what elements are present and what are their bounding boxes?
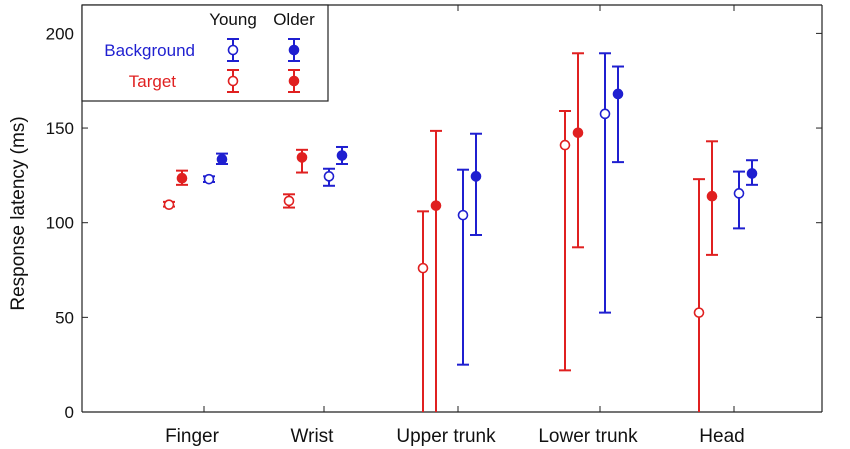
- data-point: [746, 168, 758, 179]
- y-tick-label: 0: [65, 403, 74, 422]
- x-tick-label: Lower trunk: [538, 426, 638, 447]
- data-point: [470, 171, 482, 182]
- data-point: [336, 150, 348, 161]
- data-point: [693, 307, 705, 318]
- x-tick-label: Head: [699, 426, 744, 447]
- legend-marker: [227, 44, 239, 56]
- y-tick-label: 50: [55, 308, 74, 327]
- data-point: [216, 153, 228, 165]
- data-point: [430, 200, 442, 211]
- legend-column-header: Young: [209, 10, 257, 29]
- data-point: [323, 171, 335, 182]
- legend-box: [81, 4, 329, 102]
- x-tick-label: Finger: [165, 426, 220, 447]
- y-tick-label: 200: [46, 24, 74, 43]
- legend-column-header: Older: [273, 10, 315, 29]
- data-point: [572, 127, 584, 139]
- data-point: [559, 139, 571, 151]
- x-tick-label: Upper trunk: [396, 426, 496, 447]
- y-tick-label: 150: [46, 119, 74, 138]
- legend-marker: [288, 44, 300, 56]
- data-point: [457, 209, 469, 221]
- y-tick-label: 100: [46, 214, 74, 233]
- data-point: [599, 108, 611, 120]
- data-point: [612, 88, 624, 100]
- data-point: [706, 190, 718, 202]
- legend-row-label: Background: [104, 41, 195, 60]
- data-point: [163, 199, 175, 211]
- data-point: [203, 173, 215, 185]
- x-tick-label: Wrist: [291, 426, 335, 447]
- legend-row-label: Target: [129, 72, 177, 91]
- plot-marks: [163, 52, 758, 412]
- data-point: [296, 152, 308, 163]
- data-point: [283, 195, 295, 207]
- y-axis-label: Response latency (ms): [8, 116, 29, 310]
- data-point: [417, 262, 429, 274]
- legend-marker: [288, 75, 300, 87]
- data-point: [176, 172, 188, 184]
- data-point: [733, 188, 745, 199]
- legend-marker: [227, 75, 239, 87]
